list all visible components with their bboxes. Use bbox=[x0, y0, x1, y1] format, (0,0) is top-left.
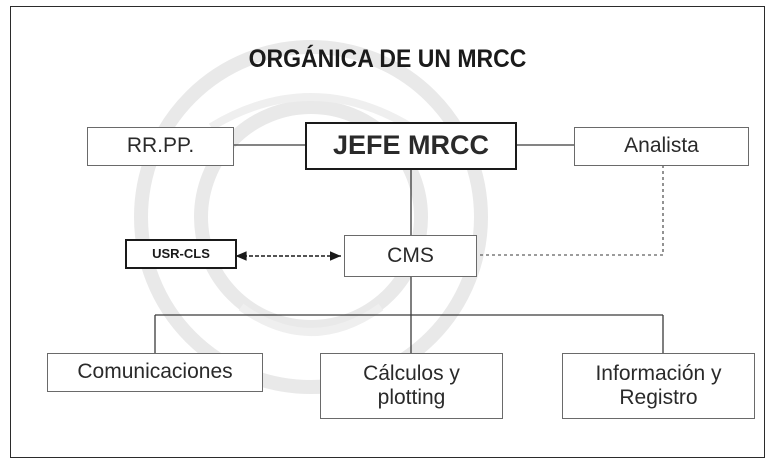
connector-lines bbox=[154, 144, 664, 353]
node-calculos-plotting: Cálculos y plotting bbox=[320, 353, 503, 419]
node-usr-cls: USR-CLS bbox=[125, 239, 237, 269]
node-informacion-registro: Información y Registro bbox=[562, 353, 755, 419]
node-comunicaciones: Comunicaciones bbox=[47, 353, 263, 392]
node-cms: CMS bbox=[344, 235, 477, 277]
diagram-title: ORGÁNICA DE UN MRCC bbox=[248, 45, 527, 73]
line-analista-cms-dashed bbox=[477, 165, 664, 256]
node-rrpp: RR.PP. bbox=[87, 127, 234, 166]
node-analista: Analista bbox=[574, 127, 749, 166]
slide-frame: ORGÁNICA DE UN MRCC RR.PP. JEFE MRC bbox=[10, 6, 765, 458]
node-jefe-mrcc: JEFE MRCC bbox=[305, 122, 517, 170]
emblem-watermark bbox=[134, 40, 488, 394]
